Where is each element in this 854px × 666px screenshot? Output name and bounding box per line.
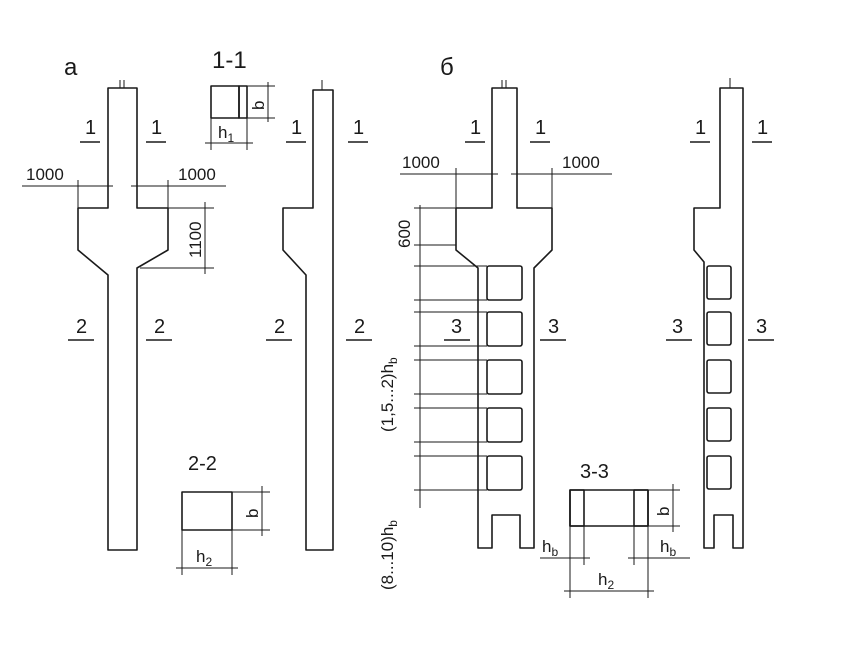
column-a-side bbox=[282, 80, 334, 551]
dim-1000-right-b: 1000 bbox=[562, 153, 600, 172]
dim-b-section-2: b bbox=[243, 509, 262, 518]
dim-h2-section-3: h2 bbox=[598, 570, 614, 592]
section-3-3 bbox=[540, 484, 690, 598]
view-b-label: б bbox=[440, 54, 454, 81]
cut-mark-2: 2 bbox=[76, 316, 87, 338]
dim-1000-left-a: 1000 bbox=[26, 165, 64, 184]
cut-mark-3: 3 bbox=[451, 316, 462, 338]
cut-mark-1: 1 bbox=[695, 117, 706, 139]
cut-mark-bars bbox=[68, 141, 774, 341]
view-a-label: а bbox=[64, 54, 78, 81]
dim-hb-right: hb bbox=[660, 537, 676, 559]
column-b-front bbox=[455, 80, 553, 549]
dim-b-section-1: b bbox=[249, 101, 268, 110]
cut-mark-2: 2 bbox=[154, 316, 165, 338]
column-a-front bbox=[77, 80, 169, 551]
dim-h2-section-2: h2 bbox=[196, 547, 212, 569]
dim-h1: h1 bbox=[218, 123, 234, 145]
section-2-2 bbox=[176, 486, 270, 575]
dim-lines bbox=[22, 168, 612, 508]
cut-mark-1: 1 bbox=[291, 117, 302, 139]
dim-1000-right-a: 1000 bbox=[178, 165, 216, 184]
dim-opening-height: (8...10)hb bbox=[378, 520, 400, 590]
column-b-side bbox=[693, 78, 744, 549]
dim-hb-left: hb bbox=[542, 537, 558, 559]
cut-mark-2: 2 bbox=[354, 316, 365, 338]
column-b-openings bbox=[486, 265, 523, 491]
dim-panel-spacing: (1,5...2)hb bbox=[378, 357, 400, 432]
cut-mark-1: 1 bbox=[470, 117, 481, 139]
cut-mark-1: 1 bbox=[151, 117, 162, 139]
dim-600: 600 bbox=[395, 220, 414, 248]
section-1-1 bbox=[205, 82, 275, 150]
cut-mark-3: 3 bbox=[548, 316, 559, 338]
section-2-2-title: 2-2 bbox=[188, 453, 217, 475]
cut-mark-3: 3 bbox=[756, 316, 767, 338]
dim-b-section-3: b bbox=[654, 507, 673, 516]
cut-mark-1: 1 bbox=[535, 117, 546, 139]
cut-mark-1: 1 bbox=[757, 117, 768, 139]
cut-mark-1: 1 bbox=[85, 117, 96, 139]
cut-mark-1: 1 bbox=[353, 117, 364, 139]
section-3-3-title: 3-3 bbox=[580, 461, 609, 483]
section-1-1-title: 1-1 bbox=[212, 47, 247, 74]
labels: а б 1-1 2-2 3-3 1 1 1 1 1 1 1 1 2 2 2 2 … bbox=[26, 47, 768, 592]
cut-mark-3: 3 bbox=[672, 316, 683, 338]
cut-mark-2: 2 bbox=[274, 316, 285, 338]
dim-1100: 1100 bbox=[186, 221, 205, 258]
dim-1000-left-b: 1000 bbox=[402, 153, 440, 172]
